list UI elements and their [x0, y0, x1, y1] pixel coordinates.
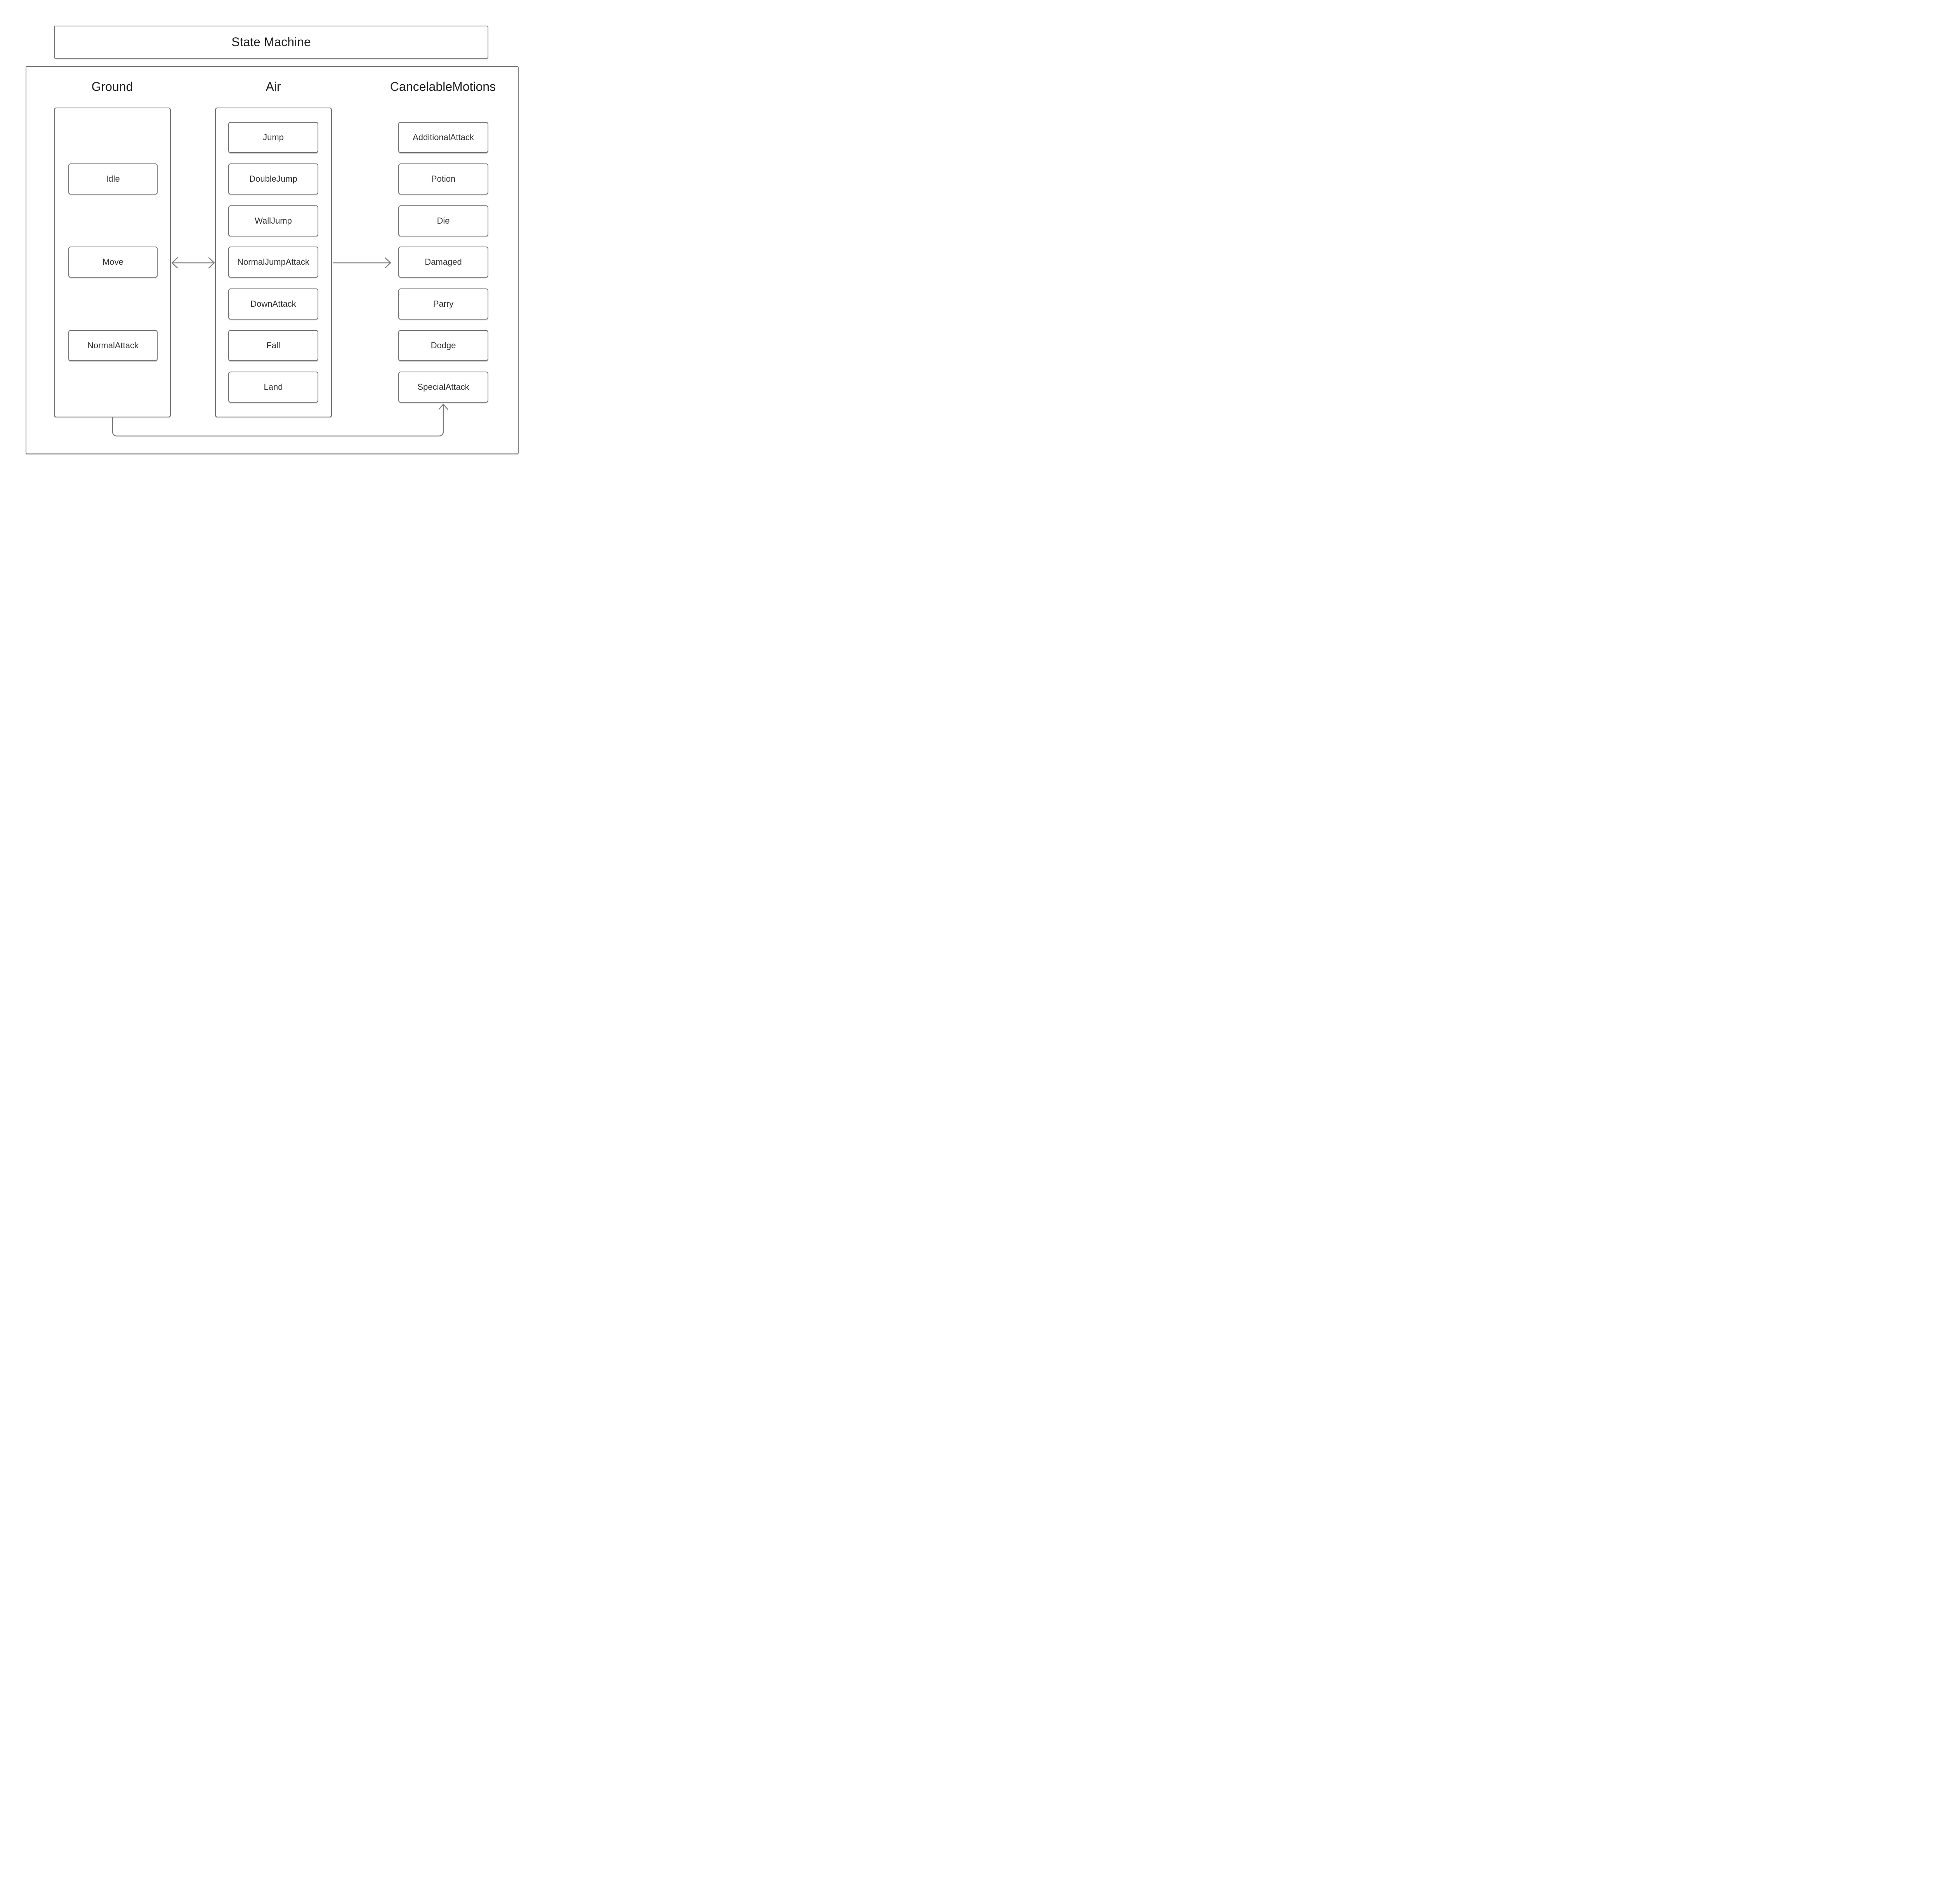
state-label: Potion	[431, 174, 456, 184]
state-box-additionalattack: AdditionalAttack	[398, 122, 488, 153]
state-box-parry: Parry	[398, 288, 488, 320]
state-label: DownAttack	[250, 299, 296, 309]
group-header-air: Air	[266, 80, 281, 94]
state-box-idle: Idle	[68, 163, 158, 195]
state-box-die: Die	[398, 205, 488, 236]
state-label: AdditionalAttack	[413, 132, 474, 142]
state-box-potion: Potion	[398, 163, 488, 195]
state-label: WallJump	[255, 216, 292, 226]
state-label: Dodge	[431, 340, 456, 350]
state-label: DoubleJump	[249, 174, 297, 184]
state-box-normalattack: NormalAttack	[68, 330, 158, 361]
state-box-move: Move	[68, 247, 158, 278]
state-label: Parry	[433, 299, 454, 309]
state-label: Fall	[266, 340, 280, 350]
state-box-dodge: Dodge	[398, 330, 488, 361]
diagram-title: State Machine	[231, 35, 311, 49]
state-box-downattack: DownAttack	[228, 288, 318, 320]
state-label: NormalAttack	[87, 340, 139, 350]
state-box-damaged: Damaged	[398, 247, 488, 278]
state-label: Move	[102, 257, 123, 267]
state-box-specialattack: SpecialAttack	[398, 372, 488, 403]
state-machine-diagram: State Machine Ground Air CancelableMotio…	[0, 0, 538, 476]
state-box-walljump: WallJump	[228, 205, 318, 236]
state-box-jump: Jump	[228, 122, 318, 153]
state-label: SpecialAttack	[417, 382, 469, 392]
state-label: Idle	[106, 174, 120, 184]
state-label: Jump	[263, 132, 284, 142]
state-box-doublejump: DoubleJump	[228, 163, 318, 195]
state-label: Land	[264, 382, 283, 392]
state-label: NormalJumpAttack	[237, 257, 309, 267]
state-box-fall: Fall	[228, 330, 318, 361]
state-label: Die	[437, 216, 450, 226]
group-header-ground: Ground	[91, 80, 133, 94]
state-box-land: Land	[228, 372, 318, 403]
title-box: State Machine	[54, 26, 488, 59]
group-header-cancelablemotions: CancelableMotions	[390, 80, 496, 94]
state-label: Damaged	[425, 257, 462, 267]
state-box-normaljumpattack: NormalJumpAttack	[228, 247, 318, 278]
